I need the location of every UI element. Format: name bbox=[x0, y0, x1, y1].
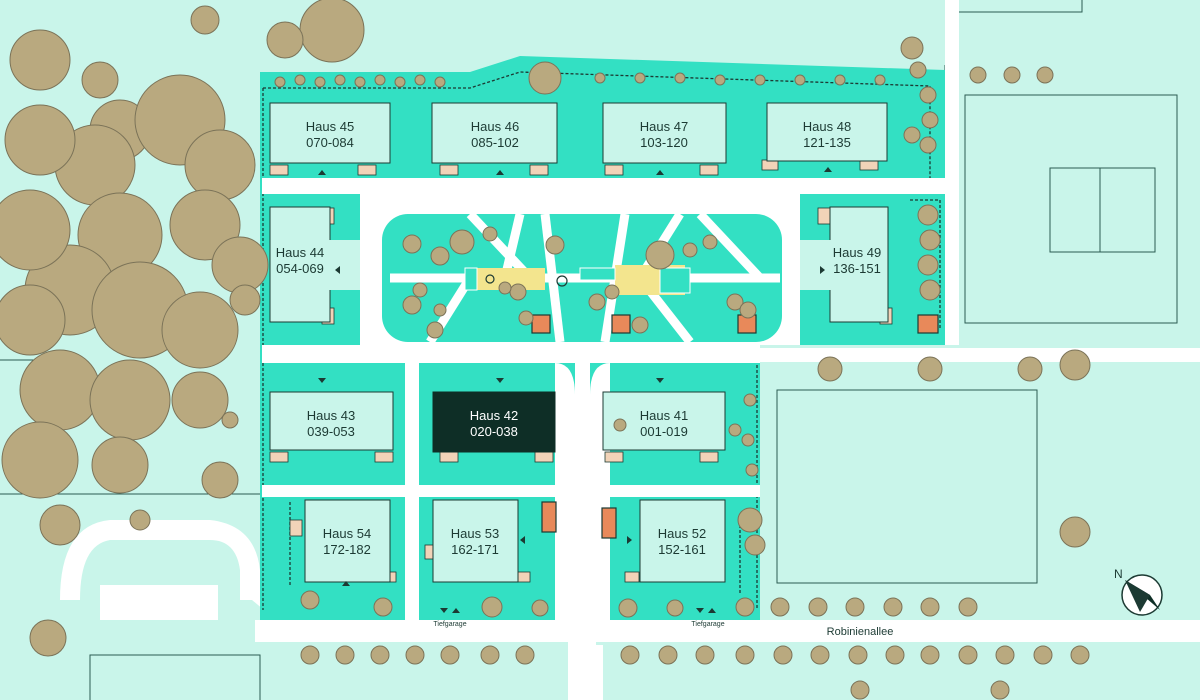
roads bbox=[60, 0, 1200, 700]
house-name: Haus 45 bbox=[306, 119, 354, 134]
house-name: Haus 46 bbox=[471, 119, 519, 134]
entrance-markers bbox=[318, 167, 832, 613]
north-label: N bbox=[1114, 567, 1123, 581]
site-trees bbox=[300, 226, 757, 618]
haus-44[interactable]: Haus 44 054-069 bbox=[269, 206, 360, 323]
house-name: Haus 44 bbox=[276, 245, 324, 260]
garage-label-right: Tiefgarage bbox=[691, 621, 724, 628]
house-name: Haus 53 bbox=[451, 526, 499, 541]
haus-47[interactable]: Haus 47 103-120 bbox=[602, 102, 727, 164]
house-name: Haus 47 bbox=[640, 119, 688, 134]
street-name: Robinienallee bbox=[827, 626, 894, 638]
central-courtyard bbox=[382, 210, 782, 345]
house-units: 172-182 bbox=[323, 542, 371, 557]
north-arrow-icon: N bbox=[1114, 567, 1163, 616]
garage-label-left: Tiefgarage bbox=[433, 621, 466, 628]
buildings: Haus 45 070-084 Haus 46 085-102 Haus 47 … bbox=[269, 102, 889, 583]
haus-46[interactable]: Haus 46 085-102 bbox=[431, 102, 558, 164]
house-name: Haus 43 bbox=[307, 408, 355, 423]
house-name: Haus 41 bbox=[640, 408, 688, 423]
house-units: 070-084 bbox=[306, 135, 354, 150]
house-name: Haus 54 bbox=[323, 526, 371, 541]
house-name: Haus 42 bbox=[470, 408, 518, 423]
haus-53[interactable]: Haus 53 162-171 bbox=[432, 499, 519, 583]
haus-49[interactable]: Haus 49 136-151 bbox=[800, 206, 889, 323]
house-units: 054-069 bbox=[276, 261, 324, 276]
haus-45[interactable]: Haus 45 070-084 bbox=[269, 102, 391, 164]
house-units: 039-053 bbox=[307, 424, 355, 439]
house-units: 121-135 bbox=[803, 135, 851, 150]
house-name: Haus 52 bbox=[658, 526, 706, 541]
bin-sheds bbox=[531, 314, 939, 539]
outer-trees bbox=[0, 0, 1091, 700]
house-units: 162-171 bbox=[451, 542, 499, 557]
haus-43[interactable]: Haus 43 039-053 bbox=[269, 391, 394, 451]
playground-icon bbox=[485, 274, 495, 284]
house-units: 020-038 bbox=[470, 424, 518, 439]
house-units: 001-019 bbox=[640, 424, 688, 439]
hedge-trees bbox=[274, 36, 941, 556]
house-name: Haus 49 bbox=[833, 245, 881, 260]
haus-48[interactable]: Haus 48 121-135 bbox=[766, 102, 888, 162]
house-units: 136-151 bbox=[833, 261, 881, 276]
house-units: 085-102 bbox=[471, 135, 519, 150]
haus-54[interactable]: Haus 54 172-182 bbox=[304, 499, 391, 583]
haus-42-selected[interactable]: Haus 42 020-038 bbox=[432, 391, 556, 453]
house-name: Haus 48 bbox=[803, 119, 851, 134]
playground-area bbox=[465, 268, 545, 290]
haus-52[interactable]: Haus 52 152-161 bbox=[639, 499, 726, 583]
house-units: 103-120 bbox=[640, 135, 688, 150]
house-units: 152-161 bbox=[658, 542, 706, 557]
